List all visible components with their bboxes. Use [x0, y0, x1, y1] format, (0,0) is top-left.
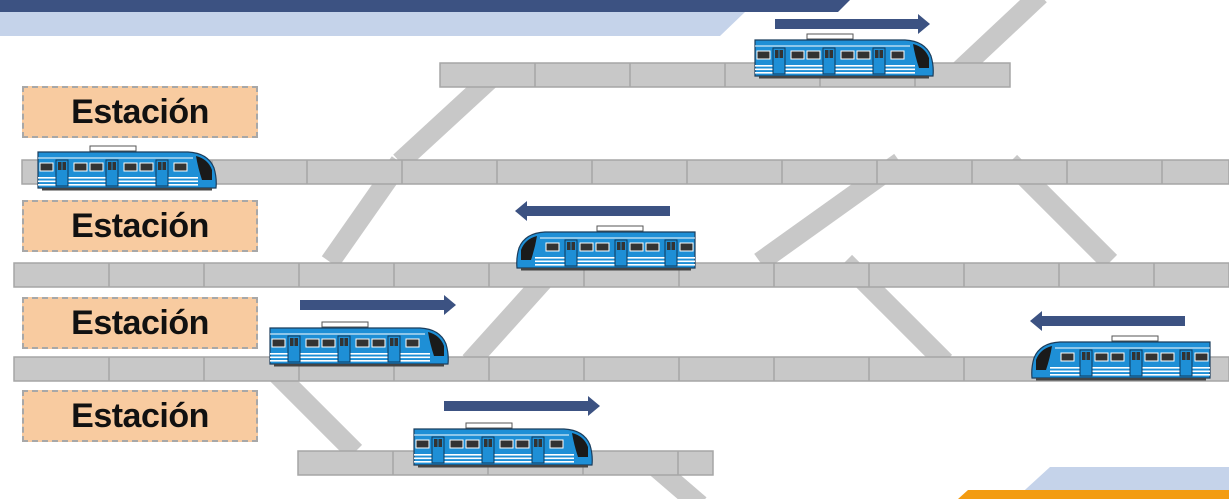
direction-arrow-right-icon — [775, 14, 930, 34]
direction-arrow-left-icon — [515, 201, 670, 221]
banner-corner-orange — [958, 490, 1229, 499]
direction-arrow-left-icon — [1030, 311, 1185, 331]
station-1: Estación — [22, 86, 258, 138]
train-2 — [37, 145, 217, 191]
rail-main-3 — [13, 356, 1229, 382]
train-3 — [516, 225, 696, 271]
banner-light — [0, 12, 745, 36]
trains-layer — [37, 14, 1211, 468]
rail-main-1 — [21, 159, 1229, 185]
station-2: Estación — [22, 200, 258, 252]
crossover-1 — [953, 0, 1047, 78]
direction-arrow-right-icon — [444, 396, 600, 416]
station-4: Estación — [22, 390, 258, 442]
banner-dark — [0, 0, 850, 12]
train-6 — [413, 422, 593, 468]
station-3: Estación — [22, 297, 258, 349]
train-1 — [754, 33, 934, 79]
train-4 — [269, 321, 449, 367]
train-5 — [1031, 335, 1211, 381]
direction-arrow-right-icon — [300, 295, 456, 315]
